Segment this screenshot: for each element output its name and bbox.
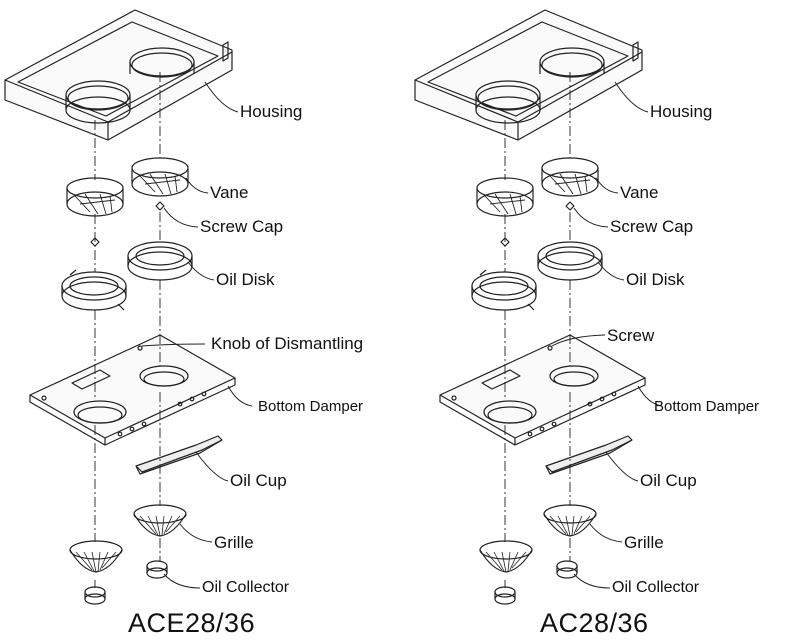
label-oil-disk: Oil Disk [626,270,685,289]
label-oil-cup: Oil Cup [640,471,697,490]
label-screw-cap: Screw Cap [610,217,694,236]
exploded-view-drawing [4,9,253,605]
model-name: AC28/36 [540,608,649,638]
grille-part [69,504,187,573]
exploded-view-drawing [414,9,663,605]
label-bottom-damper: Bottom Damper [654,398,760,415]
label-housing: Housing [240,102,303,121]
label-housing: Housing [650,102,713,121]
label-oil-collector: Oil Collector [202,579,290,596]
grille-part [479,504,597,573]
label-vane: Vane [210,183,249,202]
bottom-damper-part [439,334,646,446]
bottom-damper-part [29,334,236,446]
vane-part [476,157,599,217]
oil-disk-part [61,241,193,311]
label-screw-cap: Screw Cap [200,217,284,236]
screw-cap-part [565,201,575,211]
label-grille: Grille [214,533,254,552]
oil-cup-part [545,435,633,475]
model-name: ACE28/36 [128,608,256,638]
diagram-ace: Housing Vane Screw Cap Oil Disk Knob of … [0,0,394,641]
vane-part [66,157,189,217]
screw-cap-part [155,201,165,211]
label-oil-cup: Oil Cup [230,471,287,490]
oil-collector-part [84,560,168,605]
label-oil-collector: Oil Collector [612,579,700,596]
label-grille: Grille [624,533,664,552]
diagram-ac: Housing Vane Screw Cap Oil Disk Screw Bo… [410,0,789,641]
label-knob-of-dismantling: Knob of Dismantling [211,334,364,353]
label-screw: Screw [607,326,655,345]
label-oil-disk: Oil Disk [216,270,275,289]
oil-disk-part [471,241,603,311]
oil-collector-part [494,560,578,605]
oil-cup-part [135,435,223,475]
label-bottom-damper: Bottom Damper [258,398,364,415]
housing-part [4,9,233,141]
label-vane: Vane [620,183,659,202]
housing-part [414,9,643,141]
